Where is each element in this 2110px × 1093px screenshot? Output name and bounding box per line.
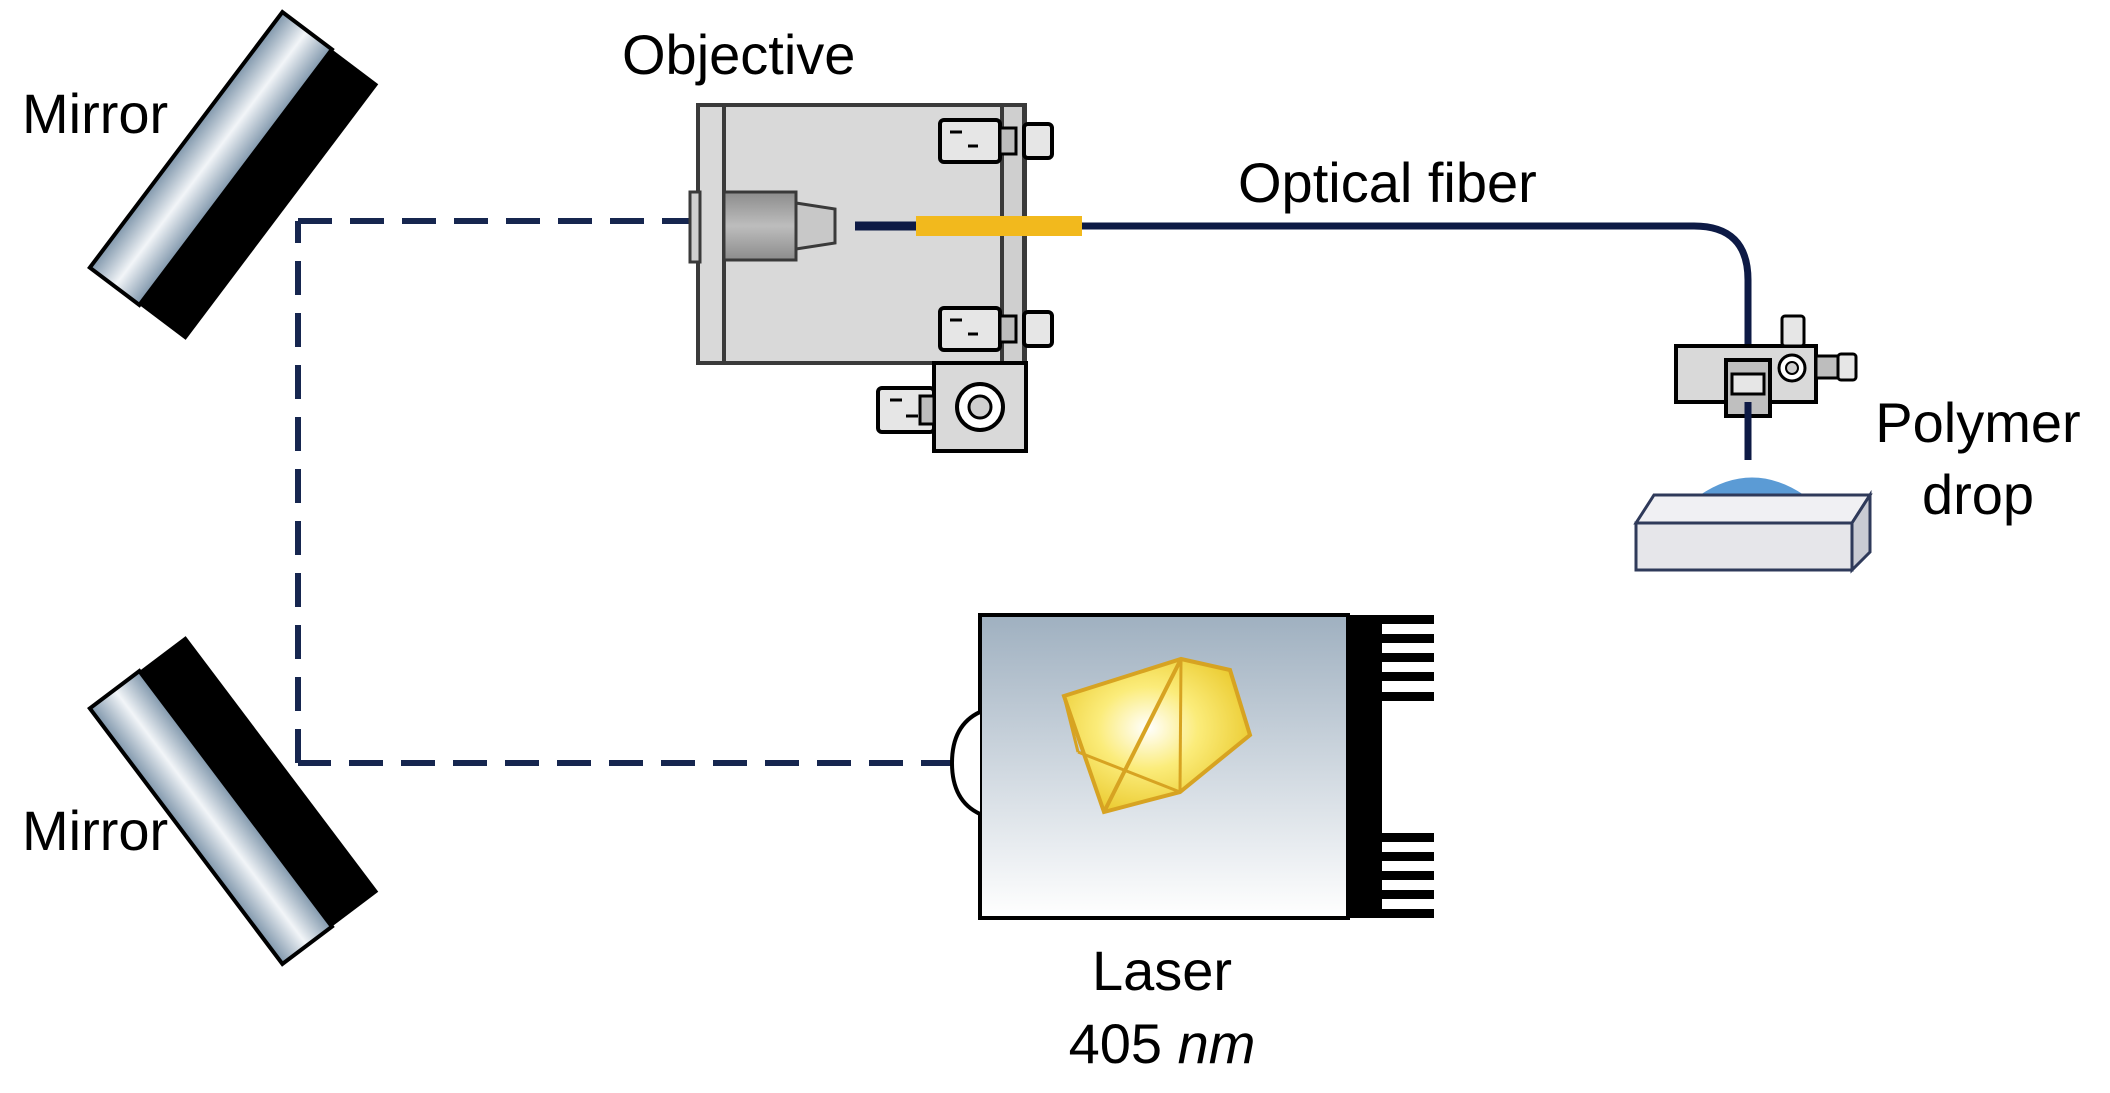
substrate-icon (1633, 489, 1873, 574)
label-laser-wavelength: 405 nm (1069, 1012, 1256, 1075)
fiber-cable (1082, 222, 1752, 460)
objective-input-flange (688, 190, 702, 264)
mirror-icon (87, 636, 379, 967)
laser-heat-sink (1348, 615, 1434, 918)
adjustment-knob-lower (938, 306, 1054, 352)
fiber-holder-icon (1674, 314, 1858, 460)
laser-icon (949, 613, 1434, 920)
laser-beam-path (295, 218, 955, 766)
laser-crystal (1061, 656, 1253, 815)
objective-barrel (722, 190, 798, 262)
label-optical-fiber: Optical fiber (1238, 151, 1537, 214)
polymer-drop-assembly (1633, 477, 1873, 574)
laser-wavelength-unit: nm (1178, 1012, 1256, 1075)
fiber-ferrule (916, 216, 1082, 236)
objective-mount-icon (688, 103, 1054, 453)
adjustment-knob-upper (938, 118, 1054, 164)
label-mirror-bottom: Mirror (22, 799, 168, 862)
objective-nozzle (794, 201, 837, 251)
mirror-backing (137, 48, 379, 340)
mount-base-block (876, 361, 1028, 453)
laser-aperture (949, 710, 981, 816)
optical-fiber (855, 216, 1752, 460)
polymer-drop (1700, 477, 1804, 495)
label-mirror-top: Mirror (22, 82, 168, 145)
mirror-icon (87, 9, 379, 340)
label-polymer-drop-line1: Polymer (1875, 391, 2080, 454)
mirror-glass (87, 9, 335, 308)
laser-wavelength-value: 405 (1069, 1012, 1162, 1075)
mirror-glass (87, 668, 335, 967)
label-objective: Objective (622, 23, 855, 86)
label-laser: Laser (1092, 939, 1232, 1002)
label-polymer-drop-line2: drop (1922, 463, 2034, 526)
mirror-backing (137, 636, 379, 928)
